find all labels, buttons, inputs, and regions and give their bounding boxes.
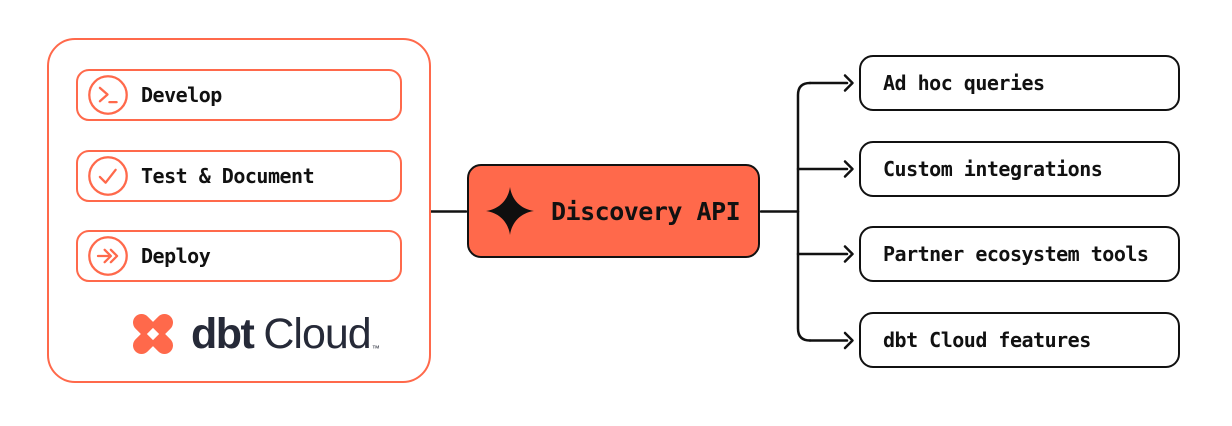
develop-node: Develop xyxy=(76,69,402,121)
develop-label: Develop xyxy=(141,83,222,107)
ad-hoc-queries-node: Ad hoc queries xyxy=(859,55,1180,111)
deploy-label: Deploy xyxy=(141,244,211,268)
sparkle-icon xyxy=(486,187,534,235)
arrowhead-icon xyxy=(843,160,854,178)
dbt-cloud-features-node: dbt Cloud features xyxy=(859,312,1180,368)
ad-hoc-queries-label: Ad hoc queries xyxy=(883,71,1045,95)
discovery-api-node: Discovery API xyxy=(467,164,760,258)
logo-text-cloud: Cloud xyxy=(263,309,371,358)
partner-ecosystem-tools-node: Partner ecosystem tools xyxy=(859,226,1180,282)
arrowhead-icon xyxy=(843,74,854,92)
dbt-logo-mark xyxy=(132,313,174,355)
logo-text-dbt: dbt xyxy=(191,309,255,358)
logo-trademark: ™ xyxy=(371,344,380,353)
discovery-api-label: Discovery API xyxy=(551,196,741,226)
connector-trunk xyxy=(796,81,812,342)
check-circle-icon xyxy=(88,156,128,196)
custom-integrations-label: Custom integrations xyxy=(883,157,1103,181)
dbt-cloud-features-label: dbt Cloud features xyxy=(883,328,1091,352)
custom-integrations-node: Custom integrations xyxy=(859,141,1180,197)
deploy-arrow-icon xyxy=(88,236,128,276)
deploy-node: Deploy xyxy=(76,230,402,282)
test-document-node: Test & Document xyxy=(76,150,402,202)
arrowhead-icon xyxy=(843,331,854,350)
test-document-label: Test & Document xyxy=(141,164,315,188)
arrowhead-icon xyxy=(843,245,854,263)
dbt-cloud-logo: dbt Cloud ™ xyxy=(126,306,380,362)
terminal-prompt-icon xyxy=(88,75,128,115)
dbt-cloud-panel: Develop Test & Document Deploy xyxy=(47,38,431,383)
partner-ecosystem-tools-label: Partner ecosystem tools xyxy=(883,242,1149,266)
